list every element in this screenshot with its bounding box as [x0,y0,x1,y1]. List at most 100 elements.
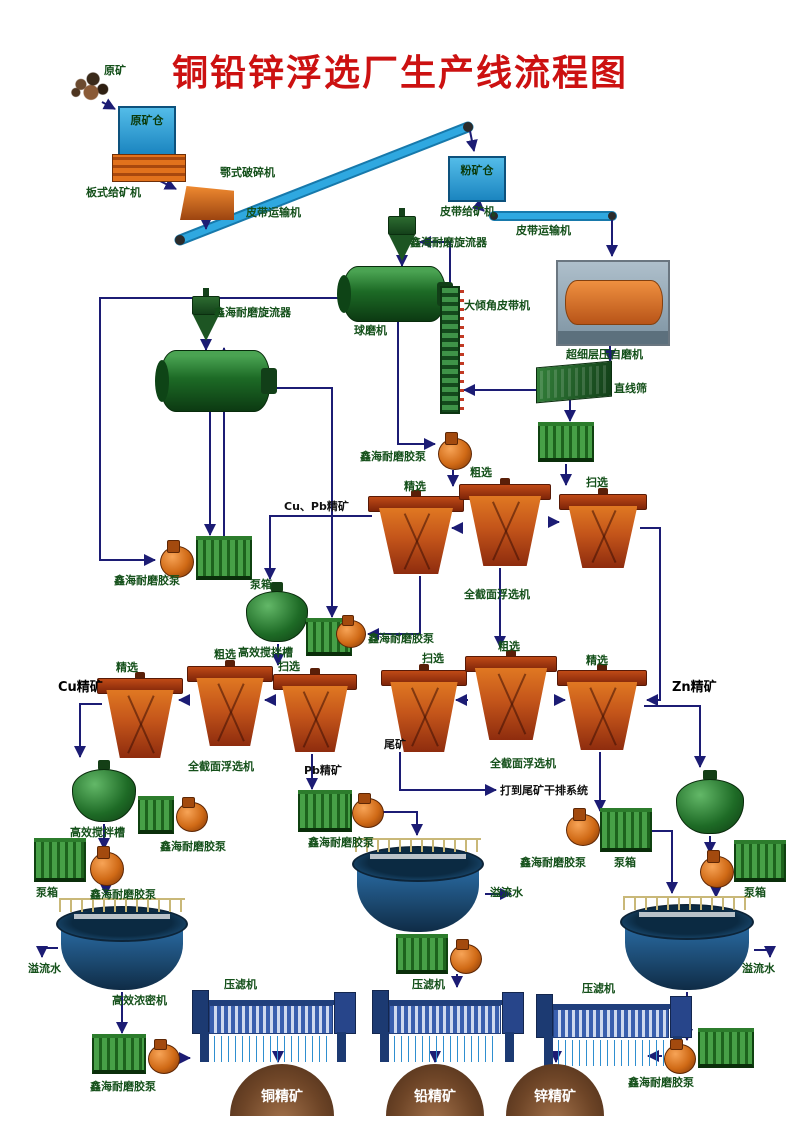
flotation-cell-rougher-2 [186,660,274,746]
thickener-railing [58,898,186,912]
press-end-plate [192,990,209,1034]
press-drips [214,1036,328,1062]
belt-roller [175,235,185,245]
raw-ore-icon [70,70,112,102]
cyclone-cylinder [192,296,220,316]
label-slurry-pump-5: 鑫海耐磨胶泵 [308,836,374,849]
slurry-pump-11 [664,1038,696,1074]
label-overflow-right: 溢流水 [742,962,775,975]
cyclone-cone [193,315,219,342]
pump-box-left-small [138,796,174,834]
cell-tank [282,686,348,752]
label-cleaner-3: 精选 [586,654,608,667]
label-zn-concentrate: Zn精矿 [672,680,717,695]
incline-belt [440,286,464,414]
cell-motor [225,660,235,668]
label-slurry-pump-4: 鑫海耐磨胶泵 [160,840,226,853]
label-belt-feeder: 皮带给矿机 [440,205,495,218]
label-thickener: 高效浓密机 [112,994,167,1007]
flotation-cell-scavenger-2 [272,668,358,752]
slurry-pump-6 [566,808,600,846]
label-scavenger-1: 扫选 [586,476,608,489]
flotation-cell-cleaner-1 [368,490,464,574]
press-drips [394,1036,496,1062]
cell-tank [468,496,542,566]
cell-tank [474,668,548,740]
label-cu-pb-concentrate: Cu、Pb精矿 [284,500,349,513]
jaw-crusher [180,186,234,220]
autogenous-mill-shell [564,280,664,325]
tank-body [72,769,136,822]
belt-roller [490,212,498,220]
label-belt-conveyor-1: 皮带运输机 [246,206,301,219]
cell-motor [505,650,517,658]
pump-box-right [600,808,652,852]
autogenous-mill-photo [556,260,670,346]
press-leg [200,1032,209,1062]
label-overflow-left: 溢流水 [28,962,61,975]
label-filter-press-mid: 压滤机 [412,978,445,991]
agitation-tank-right [676,770,744,834]
press-plates [389,1005,501,1034]
raw-ore-bin: 原矿仓 [118,106,176,156]
thickener-bridge [74,914,170,919]
pump-box-far-right [734,840,786,882]
label-cyclone-top: 鑫海耐磨旋流器 [410,236,487,249]
label-tailings: 尾矿 [384,738,406,751]
flotation-cell-rougher-3 [464,650,558,740]
press-head [502,992,524,1034]
flotation-cell-rougher-1 [458,478,552,566]
pump-box-mid-low [298,790,352,832]
belt-roller [608,212,616,220]
cyclone-left [192,288,220,342]
pump-box-mid-bottom [396,934,448,974]
raw-ore-bin-label: 原矿仓 [130,114,164,127]
thickener-surface [56,906,188,942]
press-end-plate [372,990,389,1034]
tank-motor [270,582,284,592]
thickener-railing [354,838,482,852]
linear-screen [536,360,612,404]
slurry-pump-1 [438,432,472,470]
label-pump-box-far-right: 泵箱 [744,886,766,899]
press-leg [544,1036,553,1066]
label-slurry-pump-6: 鑫海耐磨胶泵 [520,856,586,869]
press-beam [195,1000,353,1005]
label-slurry-pump-2: 鑫海耐磨胶泵 [114,574,180,587]
cell-motor [598,488,608,496]
thickener-railing [622,896,752,910]
cell-tank [568,506,638,568]
cell-tank [106,690,174,758]
press-drips [558,1040,664,1066]
cell-motor [419,664,429,672]
cell-motor [596,664,608,672]
pump-box-bottom-left [34,838,86,882]
thickener-left [56,898,188,990]
pump-box-screen [538,422,594,462]
label-slurry-pump-10: 鑫海耐磨胶泵 [90,1080,156,1093]
flotation-cell-scavenger-3 [380,664,468,752]
label-jaw-crusher: 鄂式破碎机 [220,166,275,179]
flotation-cell-cleaner-3 [556,664,648,750]
autogenous-mill-foundation [558,330,668,344]
press-plates [553,1009,669,1038]
label-rougher-2: 粗选 [214,648,236,661]
label-filter-press-right: 压滤机 [582,982,615,995]
filter-press-left [192,990,356,1062]
thickener-mid [352,838,484,932]
label-incline-belt: 大倾角皮带机 [464,299,530,312]
tank-motor [97,760,111,770]
tank-motor [703,770,717,780]
pump-box-bottom-left-2 [92,1034,146,1074]
label-flotation-machine-3: 全截面浮选机 [490,757,556,770]
label-cu-concentrate: Cu精矿 [58,680,103,695]
agitation-tank-left [72,760,136,822]
cell-motor [135,672,145,680]
label-scavenger-mid: 扫选 [278,660,300,673]
label-ball-mill: 球磨机 [354,324,387,337]
plate-feeder [112,154,186,182]
label-rougher-3: 粗选 [498,640,520,653]
label-cleaner-1: 精选 [404,480,426,493]
cell-tank [379,508,453,574]
